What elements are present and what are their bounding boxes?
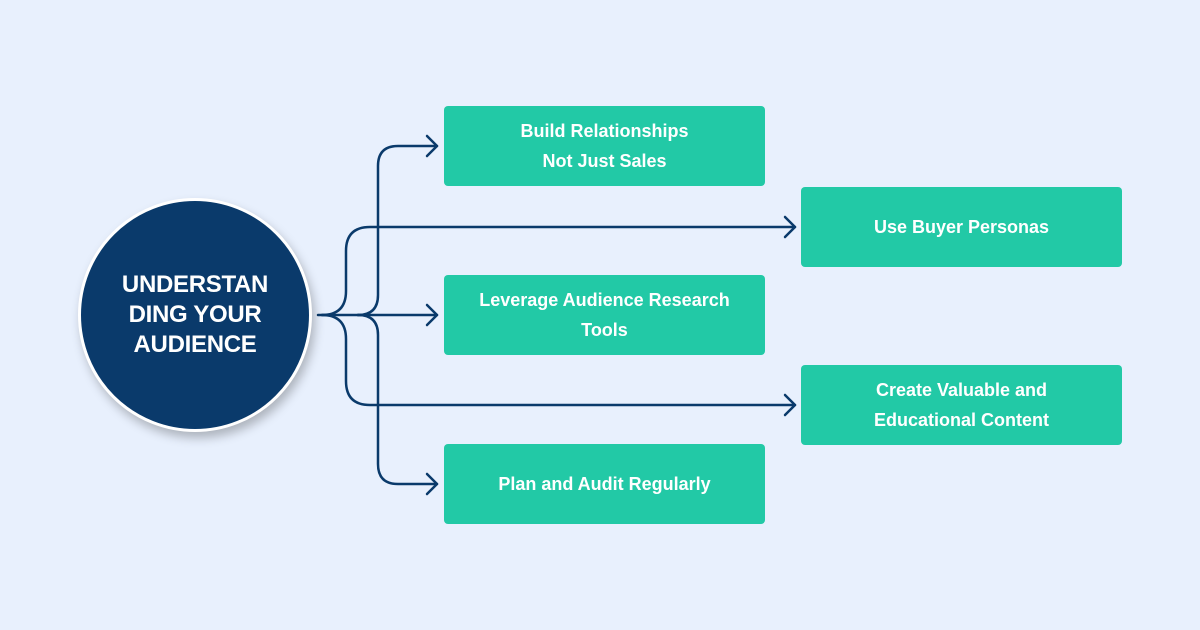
arrowhead-node-2 xyxy=(783,215,797,239)
node-label: Leverage Audience Research Tools xyxy=(479,290,730,340)
arrowhead-node-5 xyxy=(425,472,439,496)
connector-to-node-1 xyxy=(356,144,439,317)
connector-to-node-2 xyxy=(320,225,797,317)
node-use-buyer-personas: Use Buyer Personas xyxy=(801,187,1122,267)
connector-to-node-4 xyxy=(320,313,797,407)
arrowhead-node-1 xyxy=(425,134,439,158)
node-label: Plan and Audit Regularly xyxy=(498,474,711,494)
node-label: Build Relationships Not Just Sales xyxy=(520,121,689,171)
arrowhead-node-3 xyxy=(425,303,439,327)
arrowhead-node-4 xyxy=(783,393,797,417)
central-topic-title: UNDERSTAN DING YOUR AUDIENCE xyxy=(121,271,269,358)
node-label: Create Valuable and Educational Content xyxy=(874,380,1049,430)
central-topic-circle: UNDERSTAN DING YOUR AUDIENCE xyxy=(78,198,312,432)
connector-to-node-5 xyxy=(356,313,439,486)
node-label: Use Buyer Personas xyxy=(873,217,1050,237)
node-create-valuable-content: Create Valuable and Educational Content xyxy=(801,365,1122,445)
node-leverage-research-tools: Leverage Audience Research Tools xyxy=(444,275,765,355)
node-build-relationships: Build Relationships Not Just Sales xyxy=(444,106,765,186)
node-plan-and-audit: Plan and Audit Regularly xyxy=(444,444,765,524)
